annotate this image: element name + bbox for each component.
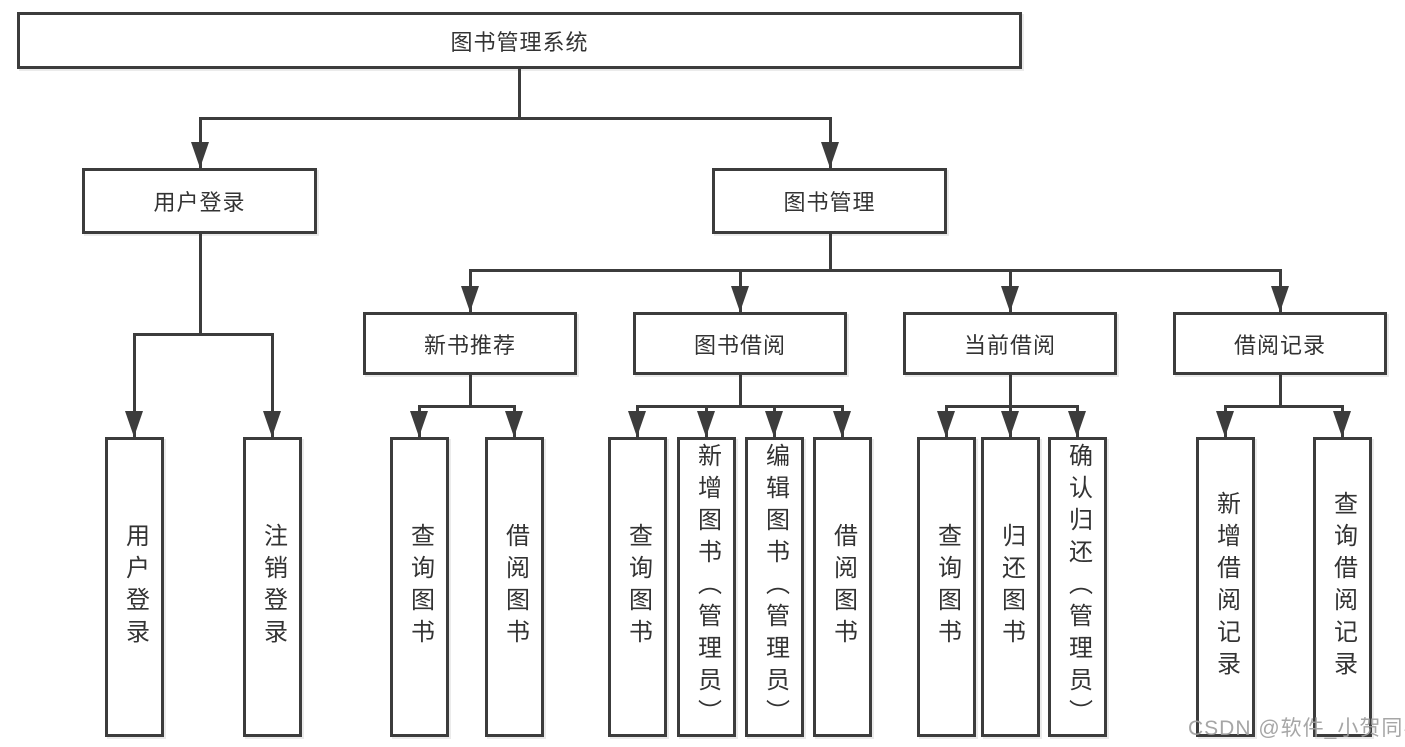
connector-line: [271, 333, 274, 437]
leaf-borrow-book-recommend: 借阅图书: [485, 437, 544, 737]
node-label: 用户登录: [153, 190, 246, 215]
arrowhead-down-icon: [821, 142, 839, 168]
node-label: 用户登录: [121, 523, 149, 651]
node-label: 借阅记录: [1233, 332, 1326, 358]
leaf-add-book-admin: 新增图书（管理员）: [677, 437, 736, 737]
leaf-user-login: 用户登录: [105, 437, 164, 737]
node-label: 借阅图书: [829, 523, 857, 651]
node-label: 借阅图书: [501, 523, 529, 651]
arrowhead-down-icon: [697, 411, 715, 437]
connector-line: [1224, 405, 1344, 408]
node-label: 归还图书: [997, 523, 1025, 651]
leaf-edit-book-admin: 编辑图书（管理员）: [745, 437, 804, 737]
connector-line: [945, 405, 1079, 408]
arrowhead-down-icon: [731, 286, 749, 312]
leaf-add-borrow-record: 新增借阅记录: [1196, 437, 1255, 737]
node-book-borrowing: 图书借阅: [633, 312, 847, 375]
node-borrow-records: 借阅记录: [1173, 312, 1387, 375]
leaf-confirm-return-admin: 确认归还（管理员）: [1048, 437, 1107, 737]
arrowhead-down-icon: [628, 411, 646, 437]
connector-line: [829, 233, 832, 271]
node-label: 注销登录: [259, 523, 287, 651]
node-label: 新书推荐: [423, 332, 516, 358]
leaf-borrow-book: 借阅图书: [813, 437, 872, 737]
arrowhead-down-icon: [191, 142, 209, 168]
node-label: 图书借阅: [693, 332, 786, 358]
connector-line: [199, 117, 832, 120]
connector-line: [199, 233, 202, 335]
node-book-management: 图书管理: [712, 168, 947, 234]
node-root-library-system: 图书管理系统: [17, 12, 1022, 69]
arrowhead-down-icon: [937, 411, 955, 437]
arrowhead-down-icon: [833, 411, 851, 437]
connector-line: [133, 333, 274, 336]
connector-line: [418, 405, 516, 408]
arrowhead-down-icon: [1333, 411, 1351, 437]
arrowhead-down-icon: [461, 286, 479, 312]
node-label: 当前借阅: [963, 332, 1056, 358]
arrowhead-down-icon: [1068, 411, 1086, 437]
connector-line: [739, 374, 742, 407]
leaf-logout: 注销登录: [243, 437, 302, 737]
arrowhead-down-icon: [765, 411, 783, 437]
node-new-book-recommend: 新书推荐: [363, 312, 577, 375]
leaf-query-borrow-record: 查询借阅记录: [1313, 437, 1372, 737]
connector-line: [469, 374, 472, 407]
arrowhead-down-icon: [125, 411, 143, 437]
node-current-borrowing: 当前借阅: [903, 312, 1117, 375]
arrowhead-down-icon: [263, 411, 281, 437]
node-label: 图书管理系统: [450, 29, 589, 55]
leaf-query-book-recommend: 查询图书: [390, 437, 449, 737]
node-label: 新增图书（管理员）: [693, 443, 721, 731]
arrowhead-down-icon: [410, 411, 428, 437]
csdn-watermark: CSDN @软件_小贺同学: [1188, 717, 1405, 740]
node-label: 查询借阅记录: [1329, 491, 1357, 683]
leaf-return-book: 归还图书: [981, 437, 1040, 737]
connector-line: [518, 68, 521, 120]
leaf-query-book-current: 查询图书: [917, 437, 976, 737]
connector-line: [1009, 374, 1012, 407]
arrowhead-down-icon: [1001, 411, 1019, 437]
arrowhead-down-icon: [505, 411, 523, 437]
node-label: 查询图书: [933, 523, 961, 651]
leaf-query-book-borrowing: 查询图书: [608, 437, 667, 737]
arrowhead-down-icon: [1216, 411, 1234, 437]
node-label: 确认归还（管理员）: [1064, 443, 1092, 731]
node-label: 编辑图书（管理员）: [761, 443, 789, 731]
node-label: 查询图书: [624, 523, 652, 651]
arrowhead-down-icon: [1271, 286, 1289, 312]
node-label: 图书管理: [783, 190, 876, 215]
node-user-login: 用户登录: [82, 168, 317, 234]
node-label: 查询图书: [406, 523, 434, 651]
connector-line: [469, 269, 1282, 272]
arrowhead-down-icon: [1001, 286, 1019, 312]
connector-line: [636, 405, 844, 408]
connector-line: [1279, 375, 1282, 407]
connector-line: [133, 333, 136, 437]
node-label: 新增借阅记录: [1212, 491, 1240, 683]
